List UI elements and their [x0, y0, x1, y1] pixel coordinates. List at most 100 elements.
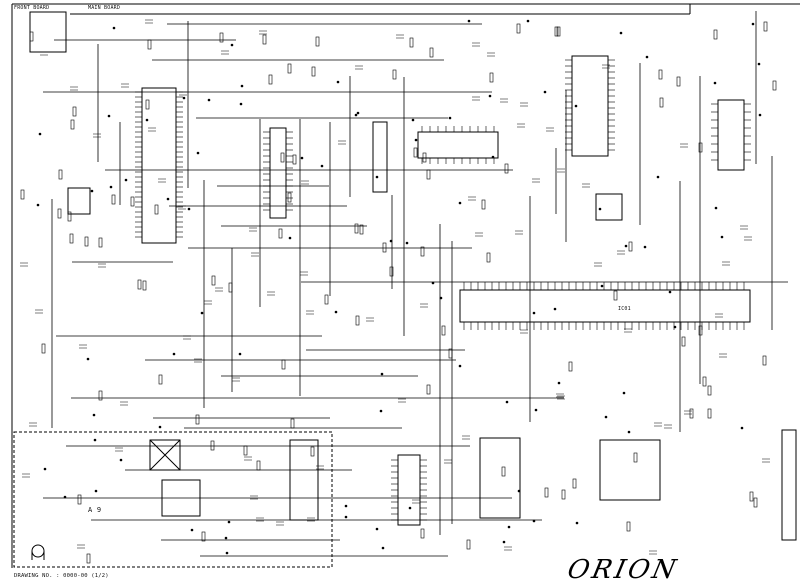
junction-dot	[598, 207, 602, 211]
capacitor	[654, 422, 662, 427]
resistor	[86, 553, 91, 564]
junction-dot	[124, 178, 128, 182]
resistor	[413, 147, 418, 158]
junction-dot	[334, 310, 338, 314]
resistor	[310, 446, 315, 457]
capacitor	[520, 329, 528, 334]
resistor	[20, 189, 25, 200]
capacitor	[267, 291, 275, 296]
resistor	[501, 466, 506, 477]
resistor	[243, 445, 248, 456]
resistor	[137, 279, 142, 290]
capacitor	[744, 236, 752, 241]
resistor	[228, 282, 233, 293]
capacitor	[306, 310, 314, 315]
resistor	[268, 74, 273, 85]
junction-dot	[112, 26, 116, 30]
resistor	[354, 223, 359, 234]
resistor	[278, 228, 283, 239]
junction-dot	[158, 425, 162, 429]
resistor	[749, 491, 754, 502]
junction-dot	[381, 546, 385, 550]
capacitor	[249, 227, 257, 232]
junction-dot	[36, 203, 40, 207]
resistor	[98, 390, 103, 401]
front-board-label: FRONT BOARD	[14, 5, 50, 11]
front-board-box	[29, 11, 67, 53]
capacitor	[300, 271, 308, 276]
junction-dot	[720, 235, 724, 239]
resistor	[516, 23, 521, 34]
resistor	[628, 241, 633, 252]
resistor	[142, 280, 147, 291]
resistor	[355, 315, 360, 326]
junction-dot	[624, 244, 628, 248]
capacitor	[546, 127, 554, 132]
junction-dot	[240, 84, 244, 88]
junction-dot	[526, 19, 530, 23]
junction-dot	[619, 31, 623, 35]
audio-block	[599, 439, 661, 501]
capacitor	[624, 328, 632, 333]
junction-dot	[600, 284, 604, 288]
resistor	[556, 26, 561, 37]
ic-label: IC01	[618, 306, 631, 312]
capacitor	[232, 377, 240, 382]
capacitor	[276, 521, 284, 526]
junction-dot	[411, 118, 415, 122]
junction-dot	[172, 352, 176, 356]
junction-dot	[643, 245, 647, 249]
capacitor	[500, 98, 508, 103]
junction-dot	[656, 175, 660, 179]
junction-dot	[182, 96, 186, 100]
resistor	[392, 69, 397, 80]
junction-dot	[93, 438, 97, 442]
resistor	[420, 246, 425, 257]
capacitor	[316, 465, 324, 470]
junction-dot	[458, 201, 462, 205]
capacitor	[35, 309, 43, 314]
capacitor	[77, 544, 85, 549]
resistor	[219, 32, 224, 43]
resistor	[67, 211, 72, 222]
junction-dot	[517, 489, 521, 493]
resistor	[409, 37, 414, 48]
junction-dot	[239, 102, 243, 106]
capacitor	[115, 447, 123, 452]
capacitor	[532, 178, 540, 183]
resistor	[707, 408, 712, 419]
resistor	[72, 106, 77, 117]
capacitor	[20, 262, 28, 267]
junction-dot	[166, 197, 170, 201]
capacitor	[396, 34, 404, 39]
resistor	[130, 196, 135, 207]
capacitor	[93, 133, 101, 138]
resistor	[544, 487, 549, 498]
junction-dot	[534, 408, 538, 412]
capacitor	[178, 205, 186, 210]
capacitor	[582, 183, 590, 188]
resistor	[70, 119, 75, 130]
resistor	[426, 169, 431, 180]
capacitor	[715, 313, 723, 318]
resistor	[481, 199, 486, 210]
junction-dot	[532, 311, 536, 315]
junction-dot	[414, 138, 418, 142]
junction-dot	[354, 113, 358, 117]
junction-dot	[92, 413, 96, 417]
junction-dot	[668, 290, 672, 294]
resistor	[429, 47, 434, 58]
junction-dot	[380, 372, 384, 376]
resistor	[290, 418, 295, 429]
capacitor	[301, 180, 309, 185]
resistor	[324, 294, 329, 305]
resistor	[147, 39, 152, 50]
junction-dot	[224, 536, 228, 540]
resistor	[145, 99, 150, 110]
resistor	[154, 204, 159, 215]
junction-dot	[507, 525, 511, 529]
resistor	[489, 72, 494, 83]
capacitor	[664, 424, 672, 429]
junction-dot	[94, 489, 98, 493]
